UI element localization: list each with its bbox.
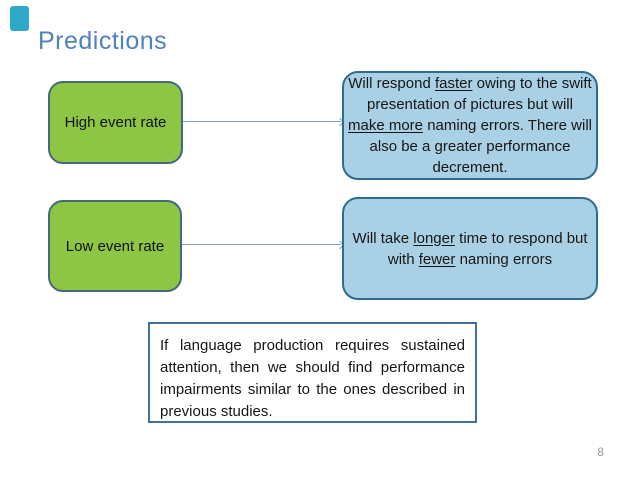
node-high-event-rate: High event rate (48, 81, 183, 164)
hypothesis-note-text: If language production requires sustaine… (160, 337, 465, 420)
prediction-callout-low-text: Will take longer time to respond but wit… (352, 229, 588, 268)
node-high-event-rate-label: High event rate (64, 114, 167, 131)
arrow-line (182, 244, 341, 245)
node-low-event-rate: Low event rate (48, 200, 182, 292)
page-title: Predictions (38, 27, 168, 55)
connector-high-to-prediction (183, 117, 345, 127)
hypothesis-note: If language production requires sustaine… (148, 322, 477, 423)
node-low-event-rate-label: Low event rate (65, 237, 165, 255)
arrow-line (183, 121, 341, 122)
prediction-callout-high: Will respond faster owing to the swift p… (342, 71, 598, 180)
slide-accent-mark (10, 6, 29, 31)
prediction-callout-low: Will take longer time to respond but wit… (342, 197, 598, 300)
prediction-callout-high-text: Will respond faster owing to the swift p… (348, 75, 592, 176)
connector-low-to-prediction (182, 240, 345, 250)
page-number: 8 (597, 445, 604, 459)
